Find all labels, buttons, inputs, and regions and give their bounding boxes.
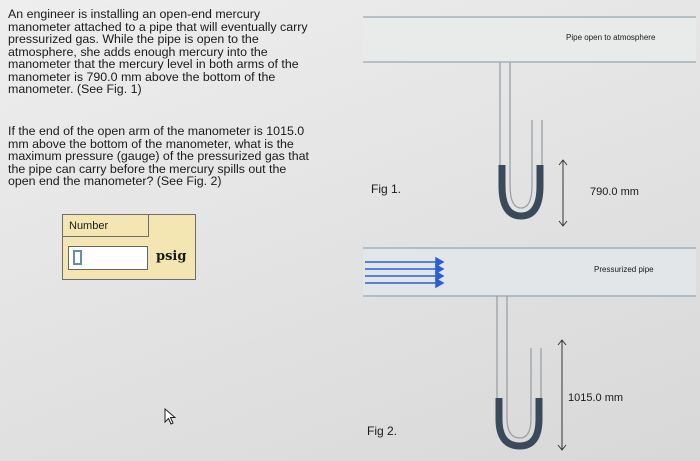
number-label: Number bbox=[63, 215, 149, 237]
fig2-dimension: 1015.0 mm bbox=[568, 392, 624, 404]
gas-flow-arrows bbox=[365, 256, 445, 289]
fig1-pipe-label: Pipe open to atmosphere bbox=[566, 33, 656, 42]
fig1-manometer bbox=[498, 62, 568, 227]
fig1-label: Fig 1. bbox=[371, 182, 402, 196]
fig1-dimension: 790.0 mm bbox=[590, 186, 639, 198]
question-paragraph-2: If the end of the open arm of the manome… bbox=[8, 124, 309, 188]
fig2-pipe-label: Pressurized pipe bbox=[594, 265, 654, 274]
question-paragraph-1: An engineer is installing an open-end me… bbox=[8, 7, 308, 96]
fig1-mercury bbox=[498, 165, 544, 220]
fig2-manometer bbox=[495, 296, 567, 451]
fig2-pipe bbox=[363, 247, 696, 297]
fig2-label: Fig 2. bbox=[367, 424, 398, 438]
answer-box: Number bbox=[62, 214, 196, 280]
fig1-pipe bbox=[363, 16, 696, 63]
unit-label: psig bbox=[156, 249, 187, 264]
mouse-pointer-icon bbox=[164, 408, 177, 425]
fig2-mercury bbox=[495, 398, 543, 450]
